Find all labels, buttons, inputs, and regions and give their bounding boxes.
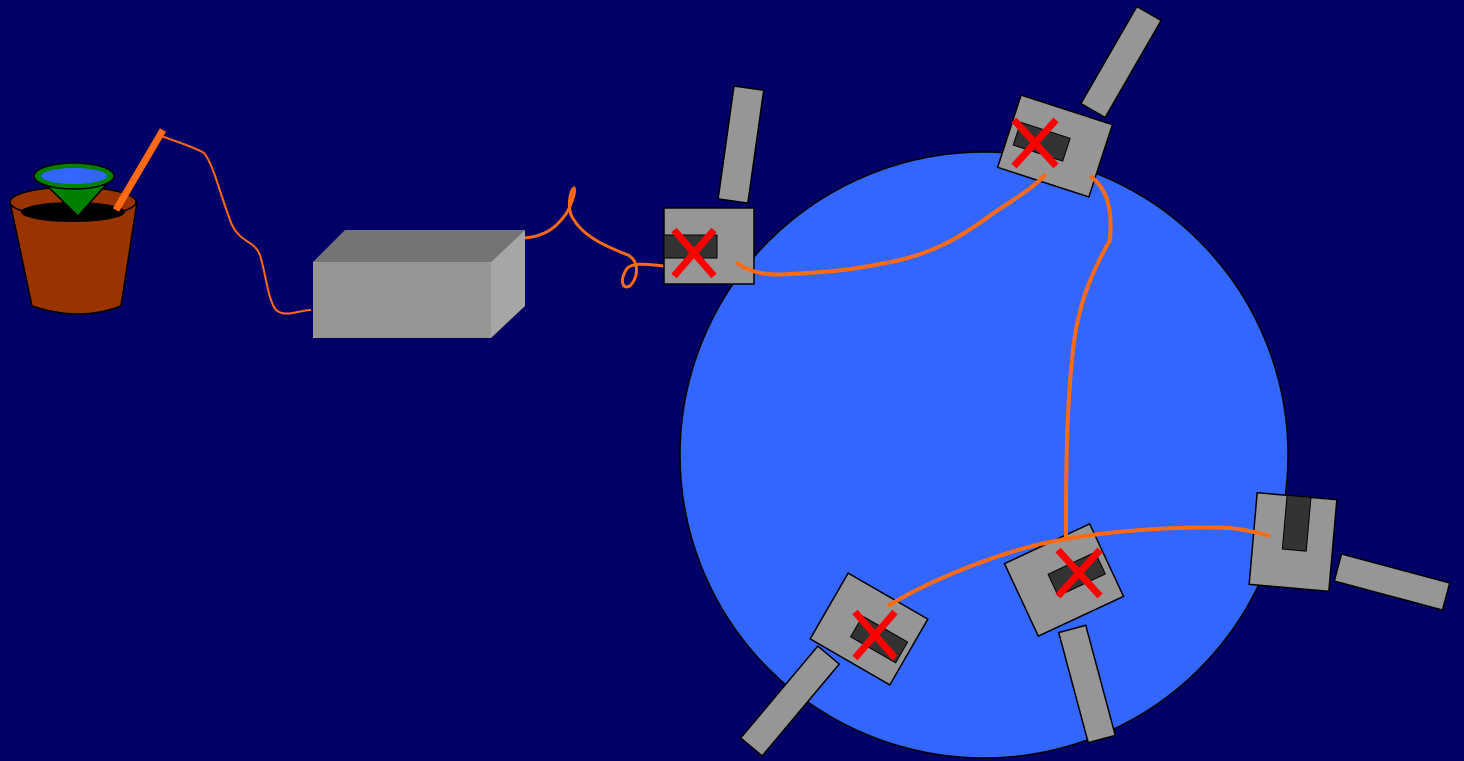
module-5 — [1248, 491, 1451, 611]
module-2 — [996, 5, 1163, 198]
pot-body — [9, 201, 138, 315]
wire-module1-to-module2 — [734, 172, 1048, 277]
module-arm — [1079, 5, 1163, 119]
fault-x-icon — [852, 609, 898, 661]
fault-x-icon — [671, 227, 717, 279]
vessel-circle — [679, 151, 1289, 759]
wire-box-to-module — [524, 186, 665, 289]
module-3 — [739, 572, 929, 758]
module-slot — [1281, 494, 1312, 552]
box-front — [313, 262, 491, 338]
module-4 — [1003, 522, 1125, 744]
module-1 — [663, 85, 765, 285]
box-top — [313, 230, 525, 262]
source-pot-icon — [9, 128, 167, 315]
fault-x-icon — [1055, 547, 1103, 599]
module-arm — [1057, 624, 1117, 744]
module-arm — [717, 85, 765, 204]
module-arm — [739, 644, 841, 758]
probe-stick — [112, 128, 167, 212]
funnel-liquid — [41, 168, 107, 184]
wire-module2-to-module4 — [1064, 174, 1113, 541]
box-side — [491, 230, 525, 338]
thin-wire-source — [160, 135, 312, 315]
grey-box-icon — [313, 230, 525, 338]
fault-x-icon — [1011, 117, 1059, 169]
wire-module3-to-module5 — [886, 525, 1271, 608]
module-arm — [1333, 553, 1451, 611]
